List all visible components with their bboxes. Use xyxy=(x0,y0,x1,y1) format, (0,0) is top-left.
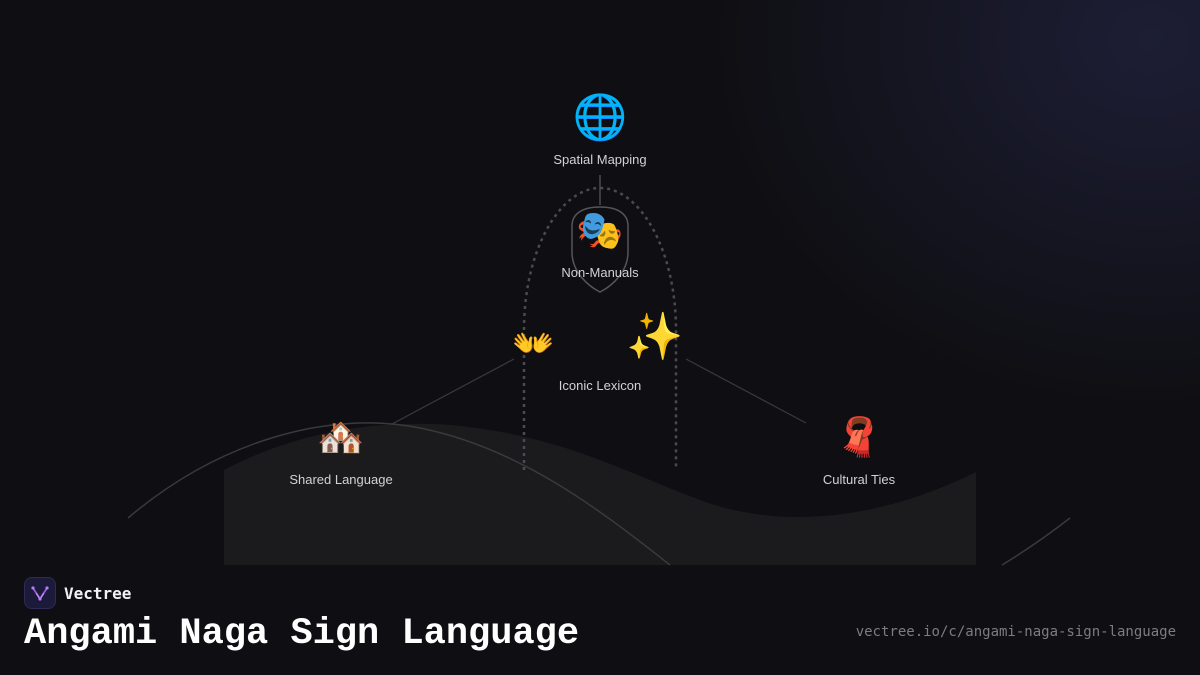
brand-name: Vectree xyxy=(64,583,132,603)
scarf-icon: 🧣 xyxy=(835,417,883,459)
globe-icon: 🌐 xyxy=(572,93,628,142)
connector-lexicon-to-cultural xyxy=(685,358,807,424)
node-label: Shared Language xyxy=(289,472,393,487)
node-label: Cultural Ties xyxy=(822,472,896,487)
dotted-arch xyxy=(522,186,678,470)
brand-block[interactable]: Vectree xyxy=(24,577,131,609)
vectree-logo-icon xyxy=(24,577,56,609)
hill-shape xyxy=(224,423,976,565)
sparkles-icon: ✨ xyxy=(626,310,684,362)
performing-arts-masks-icon: 🎭 xyxy=(576,210,624,252)
node-non-manuals: 🎭 Non-Manuals xyxy=(500,203,700,280)
node-spatial-mapping: 🌐 Spatial Mapping xyxy=(500,90,700,167)
page-url-link[interactable]: vectree.io/c/angami-naga-sign-language xyxy=(855,624,1176,640)
node-shared-language: 🏘️ Shared Language xyxy=(241,410,441,487)
iconic-lexicon-glyphs: 👐 ✨ xyxy=(500,310,700,372)
open-hands-icon: 👐 xyxy=(512,325,555,363)
node-label: Spatial Mapping xyxy=(553,152,647,167)
page-title: Angami Naga Sign Language xyxy=(24,613,580,655)
node-cultural-ties: 🧣 Cultural Ties xyxy=(759,410,959,487)
shield-outline xyxy=(571,206,629,293)
node-label: Non-Manuals xyxy=(561,265,639,280)
outer-curve-right xyxy=(1001,517,1071,566)
node-iconic-lexicon: 👐 ✨ Iconic Lexicon xyxy=(500,310,700,393)
connector-lexicon-to-shared xyxy=(391,358,515,425)
node-label: Iconic Lexicon xyxy=(558,378,642,393)
houses-icon: 🏘️ xyxy=(317,417,365,459)
outer-curve-left xyxy=(127,422,671,566)
